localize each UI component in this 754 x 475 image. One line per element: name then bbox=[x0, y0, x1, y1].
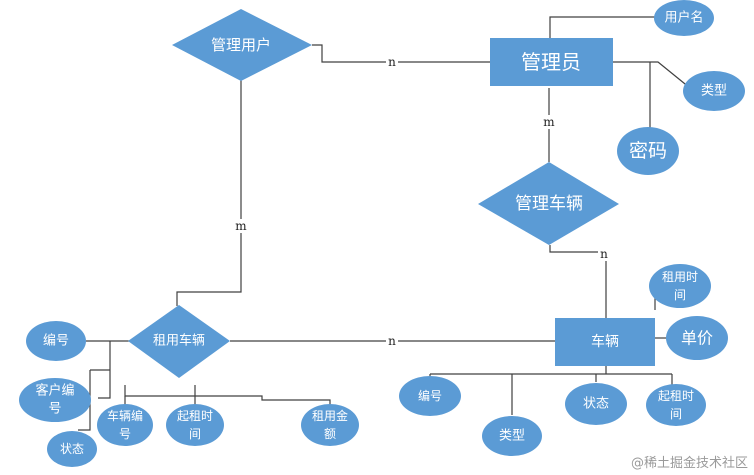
relationship-rent-vehicle-label: 租用车辆 bbox=[153, 333, 205, 349]
attribute-vehicle-id-label: 编号 bbox=[418, 388, 442, 403]
relationship-manage-users: 管理用户 bbox=[172, 9, 312, 81]
relationship-rent-vehicle: 租用车辆 bbox=[128, 305, 230, 378]
cardinality-n-vehicle: n bbox=[600, 247, 608, 261]
attribute-rental-status: 状态 bbox=[47, 431, 97, 467]
relationship-manage-vehicles-label: 管理车辆 bbox=[515, 194, 583, 214]
attribute-rental-start-time: 起租时 间 bbox=[166, 404, 224, 446]
line-manage-users-to-admin bbox=[312, 44, 490, 63]
cardinality-m-manage-vehicles: m bbox=[543, 115, 555, 129]
line-rent-to-status-b bbox=[78, 370, 91, 431]
attribute-admin-type: 类型 bbox=[683, 71, 745, 111]
line-manage-users-to-rent bbox=[176, 80, 242, 306]
line-admin-to-username bbox=[549, 16, 660, 38]
attribute-rental-status-label: 状态 bbox=[60, 442, 84, 456]
relationship-manage-vehicles: 管理车辆 bbox=[478, 162, 619, 245]
cardinality-n-rent: n bbox=[388, 334, 396, 348]
attribute-rental-id-label: 编号 bbox=[43, 334, 69, 349]
attribute-rental-vehicle-id-line1: 车辆编 bbox=[107, 408, 143, 423]
attribute-admin-type-label: 类型 bbox=[701, 84, 727, 99]
line-admin-to-type bbox=[613, 61, 691, 89]
attribute-vehicle-rent-time: 租用时 间 bbox=[649, 264, 711, 308]
entity-vehicle: 车辆 bbox=[555, 318, 655, 366]
cardinality-n-manage-users: n bbox=[388, 55, 396, 69]
attribute-admin-username-label: 用户名 bbox=[664, 10, 703, 26]
attribute-rental-amount: 租用金 额 bbox=[301, 404, 359, 446]
attribute-vehicle-id: 编号 bbox=[399, 376, 461, 416]
entity-admin: 管理员 bbox=[490, 38, 613, 86]
cardinality-m-rent: m bbox=[235, 219, 247, 233]
attribute-vehicle-status: 状态 bbox=[565, 383, 627, 425]
attribute-vehicle-type-label: 类型 bbox=[499, 429, 525, 444]
attribute-vehicle-price-label: 单价 bbox=[681, 329, 713, 348]
attribute-rental-customer-id: 客户编 号 bbox=[19, 378, 91, 422]
cardinality-labels: n m n m n bbox=[233, 55, 610, 348]
attribute-admin-username: 用户名 bbox=[654, 0, 714, 36]
attribute-vehicle-rent-time-line1: 租用时 bbox=[662, 270, 698, 284]
relationship-manage-users-label: 管理用户 bbox=[211, 36, 271, 54]
attribute-rental-amount-line2: 额 bbox=[324, 427, 336, 441]
attribute-vehicle-start-time-line1: 起租时 bbox=[658, 389, 694, 403]
attribute-rental-id: 编号 bbox=[26, 321, 86, 361]
attribute-rental-customer-id-line2: 号 bbox=[48, 402, 61, 417]
attribute-rental-vehicle-id-line2: 号 bbox=[119, 427, 131, 441]
entity-vehicle-label: 车辆 bbox=[591, 333, 619, 350]
attribute-vehicle-price: 单价 bbox=[666, 316, 728, 360]
attribute-rental-start-time-line2: 间 bbox=[189, 427, 201, 441]
line-rent-bottom-bus bbox=[124, 385, 331, 406]
watermark: @稀土掘金技术社区 bbox=[630, 456, 748, 471]
attribute-rental-start-time-line1: 起租时 bbox=[177, 409, 213, 423]
attribute-rental-amount-line1: 租用金 bbox=[312, 408, 348, 423]
attribute-admin-password: 密码 bbox=[617, 127, 679, 175]
attribute-vehicle-start-time: 起租时 间 bbox=[646, 384, 706, 426]
attribute-admin-password-label: 密码 bbox=[629, 140, 667, 162]
line-manage-vehicles-to-vehicle bbox=[549, 245, 607, 318]
attribute-rental-customer-id-line1: 客户编 bbox=[35, 383, 74, 399]
attribute-vehicle-start-time-line2: 间 bbox=[670, 407, 682, 421]
attribute-vehicle-rent-time-line2: 间 bbox=[674, 288, 686, 302]
line-rent-to-customer-id bbox=[98, 341, 111, 399]
attribute-vehicle-type: 类型 bbox=[482, 416, 542, 456]
attribute-vehicle-status-label: 状态 bbox=[583, 397, 609, 412]
entity-admin-label: 管理员 bbox=[521, 50, 581, 74]
attribute-rental-vehicle-id: 车辆编 号 bbox=[97, 404, 153, 446]
